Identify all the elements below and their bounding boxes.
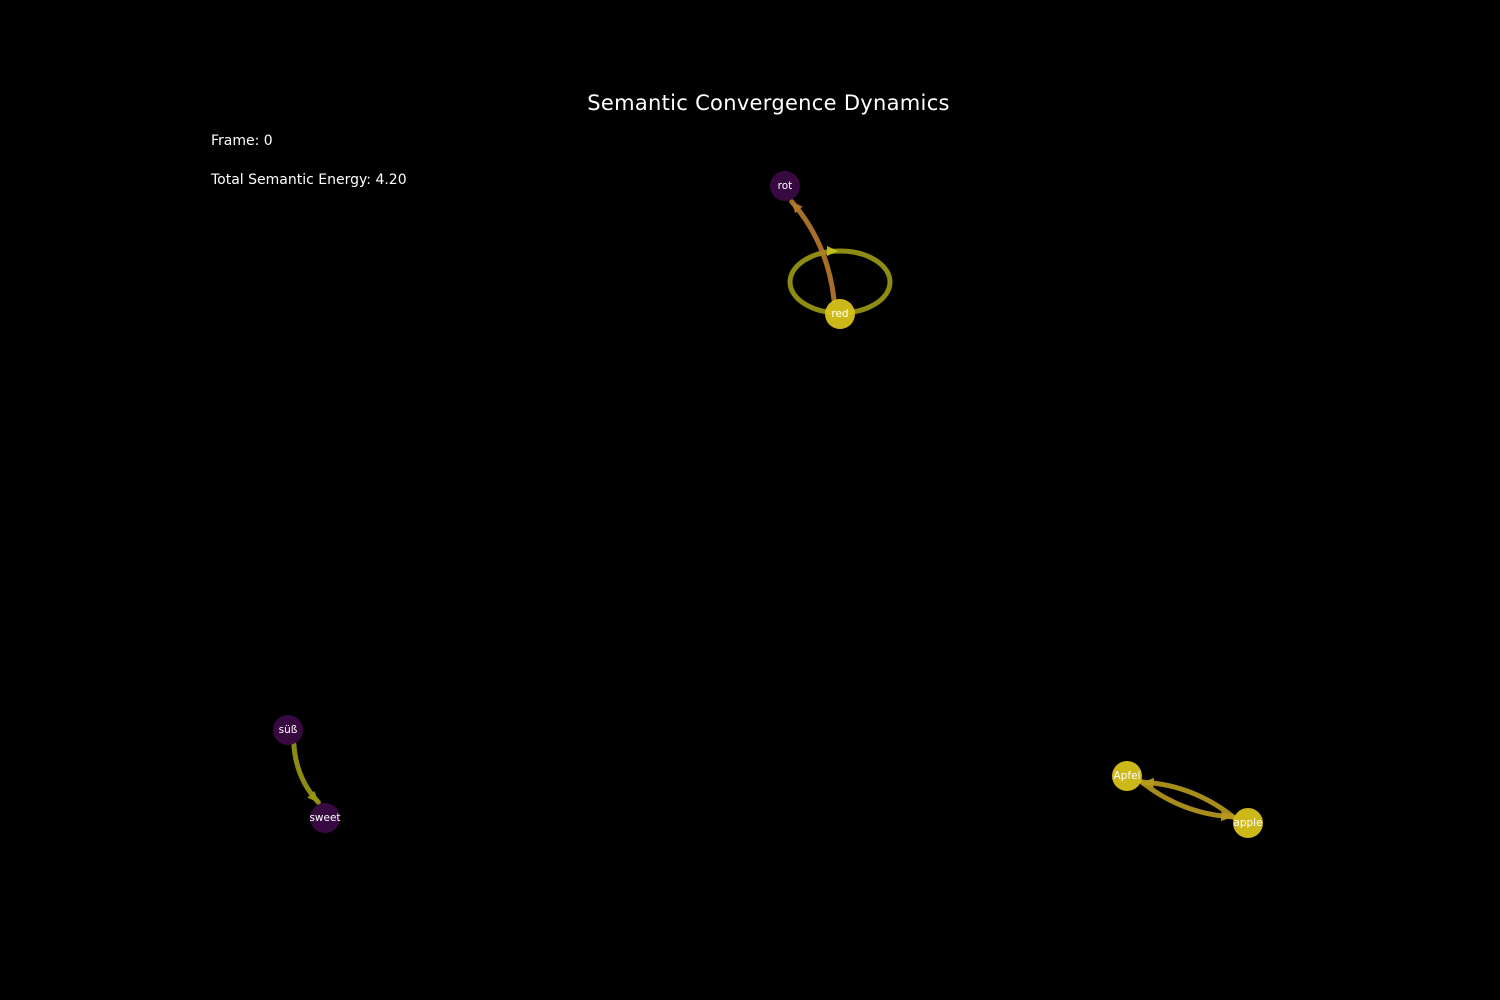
- node-apple[interactable]: apple: [1233, 808, 1263, 838]
- node-suss-label: süß: [279, 724, 298, 736]
- frame-counter: Frame: 0: [211, 133, 273, 149]
- frame-label: Frame:: [211, 133, 260, 149]
- node-suss-circle: [273, 715, 303, 745]
- node-apfel-label: Apfel: [1114, 770, 1141, 782]
- chart-title: Semantic Convergence Dynamics: [587, 91, 950, 115]
- node-rot-circle: [770, 171, 800, 201]
- edge-apfel-to-apple: [1138, 778, 1235, 820]
- node-apfel-circle: [1112, 761, 1142, 791]
- energy-readout: Total Semantic Energy: 4.20: [211, 172, 407, 188]
- node-suss[interactable]: süß: [273, 715, 303, 745]
- edge-apple-to-apfel: [1140, 779, 1237, 821]
- node-layer: rot red süß sweet Apfel apple: [273, 171, 1263, 838]
- edge-red-to-rot-arrow: [791, 201, 803, 214]
- node-rot-label: rot: [778, 180, 793, 192]
- node-red-circle: [825, 299, 855, 329]
- node-sweet[interactable]: sweet: [309, 803, 341, 833]
- node-sweet-circle: [310, 803, 340, 833]
- frame-value: 0: [263, 133, 273, 149]
- node-sweet-label: sweet: [309, 812, 340, 824]
- node-red-label: red: [831, 308, 848, 320]
- edge-suss-to-sweet-arrow: [307, 790, 319, 803]
- edge-red-to-red-arrow: [827, 246, 838, 256]
- energy-value: 4.20: [375, 172, 407, 188]
- node-red[interactable]: red: [825, 299, 855, 329]
- energy-label: Total Semantic Energy:: [211, 172, 371, 188]
- edge-apfel-to-apple-arrow: [1220, 811, 1233, 822]
- edge-apple-to-apfel-arrow: [1142, 777, 1155, 788]
- node-apple-label: apple: [1233, 817, 1262, 829]
- node-rot[interactable]: rot: [770, 171, 800, 201]
- edge-layer: [291, 199, 1237, 822]
- node-apple-circle: [1233, 808, 1263, 838]
- edge-red-to-rot: [789, 199, 837, 303]
- node-apfel[interactable]: Apfel: [1112, 761, 1142, 791]
